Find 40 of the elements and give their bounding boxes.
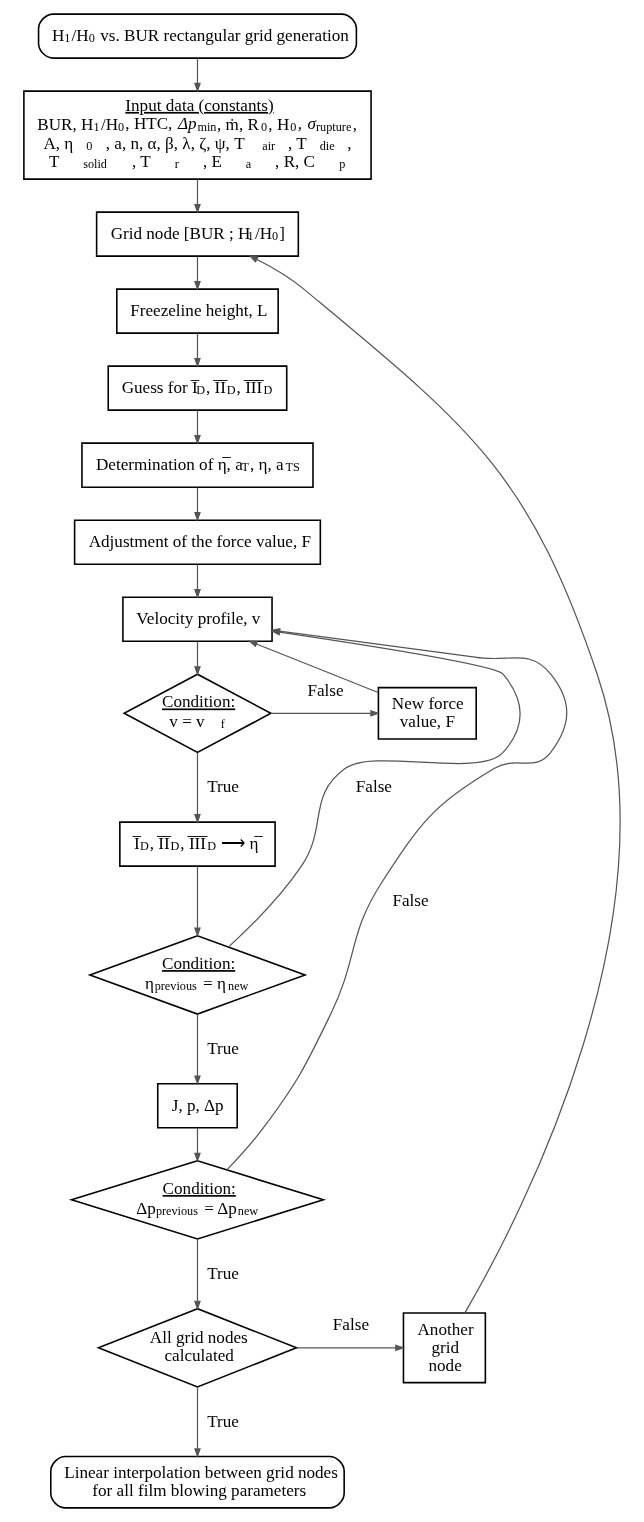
arrow [194, 178, 201, 214]
edge-label: True [207, 1263, 239, 1283]
arrow [296, 1344, 405, 1352]
edge-label: True [207, 777, 239, 797]
arrow [194, 1127, 201, 1163]
node-box: Adjustment of the force value, F [73, 519, 322, 565]
node-diamond: All grid nodes calculated [96, 1307, 299, 1388]
arrow [247, 640, 379, 694]
edge-label: True [207, 1411, 239, 1431]
arrow [194, 332, 201, 368]
arrow [194, 563, 201, 599]
edge-label: False [332, 1315, 369, 1335]
node-box: J, p, Δp [156, 1082, 238, 1129]
node-box: Freezeline height, L [116, 288, 279, 334]
node-box: Linear interpolation between grid nodes for all film blowing parameters [50, 1455, 345, 1509]
node-box: H1/H0 vs. BUR rectangular grid generation [37, 13, 358, 59]
edge-label: False [307, 680, 344, 700]
node-diamond: Condition: ηprevious = ηnew [87, 934, 308, 1015]
node-box: Another grid node [402, 1312, 487, 1384]
arrow [194, 57, 201, 93]
arrow [194, 409, 201, 445]
edge-label: False [392, 891, 429, 911]
arrow [270, 709, 381, 717]
arrow [194, 1238, 201, 1311]
node-box: New force value, F [377, 686, 477, 740]
arrow [194, 255, 201, 291]
arrow [248, 255, 620, 1314]
arrow [194, 1013, 201, 1086]
node-diamond: Condition: Δpprevious = Δpnew [68, 1159, 327, 1240]
node-box: Velocity profile, v [122, 596, 273, 642]
arrow [194, 752, 201, 824]
node-box: I̅D, I̅I̅D, I̅I̅I̅D ⟶ η̅ [119, 821, 276, 867]
arrow [194, 865, 201, 938]
node-box: Guess for I̅D, I̅I̅D, I̅I̅I̅D [107, 365, 288, 411]
edge-label: True [207, 1039, 239, 1059]
node-box: Determination of η̅, aT, η, aTS [81, 442, 314, 488]
arrow [194, 640, 201, 676]
edge-label: False [355, 777, 392, 797]
arrow [194, 486, 201, 522]
arrow [194, 1386, 201, 1459]
